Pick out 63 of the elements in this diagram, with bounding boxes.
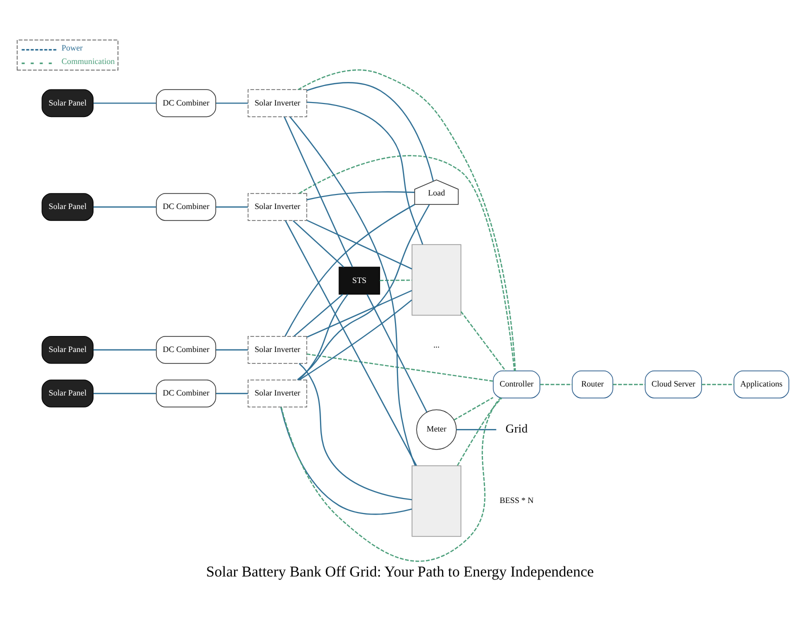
connector bbox=[298, 293, 348, 380]
connector bbox=[460, 310, 506, 371]
connector bbox=[93, 102, 156, 104]
connector bbox=[298, 68, 516, 370]
connector bbox=[456, 397, 502, 466]
connector bbox=[380, 279, 412, 281]
connector bbox=[216, 348, 248, 350]
legend-label: Communication bbox=[62, 56, 115, 66]
label: ... bbox=[433, 340, 440, 349]
node-box: Solar Panel bbox=[42, 88, 94, 117]
diagram-title: Solar Battery Bank Off Grid: Your Path to Energy Independence bbox=[206, 564, 594, 580]
connector bbox=[284, 220, 417, 466]
label: BESS * N bbox=[500, 496, 534, 505]
connector bbox=[93, 392, 156, 394]
connector bbox=[306, 219, 412, 269]
node-box: Solar Panel bbox=[42, 379, 94, 407]
node-box: DC Combiner bbox=[156, 192, 216, 220]
legend-label: Power bbox=[62, 42, 83, 52]
connector bbox=[216, 392, 248, 394]
node-box: Solar Panel bbox=[42, 335, 94, 364]
connector bbox=[93, 348, 156, 350]
node-box: STS bbox=[338, 266, 380, 294]
connector bbox=[306, 289, 412, 338]
node-box bbox=[412, 244, 462, 316]
connector bbox=[702, 383, 734, 385]
connector bbox=[306, 101, 424, 244]
connector bbox=[540, 383, 572, 385]
connector bbox=[299, 298, 412, 380]
connector bbox=[366, 294, 428, 412]
node-box: Controller bbox=[492, 370, 540, 398]
connector bbox=[280, 406, 412, 514]
node-box: Router bbox=[572, 370, 614, 398]
node-text: Grid bbox=[506, 420, 528, 435]
connector bbox=[306, 82, 434, 181]
node-box: Solar Inverter bbox=[248, 379, 308, 407]
node-box: Solar Inverter bbox=[248, 88, 308, 117]
connector bbox=[284, 116, 353, 267]
connector bbox=[93, 206, 156, 208]
connector bbox=[216, 206, 248, 208]
connector bbox=[292, 220, 344, 267]
node-box: DC Combiner bbox=[156, 88, 216, 117]
connector bbox=[297, 204, 430, 380]
connector bbox=[294, 293, 344, 336]
connector bbox=[306, 190, 415, 200]
node-box: Solar Inverter bbox=[248, 192, 308, 220]
connector bbox=[454, 396, 494, 420]
node-box: Cloud Server bbox=[644, 370, 702, 398]
node-box: Applications bbox=[734, 370, 790, 398]
connector bbox=[298, 362, 412, 500]
node-box: DC Combiner bbox=[156, 335, 216, 364]
connector bbox=[456, 428, 496, 430]
node-circle: Meter bbox=[416, 408, 457, 450]
connector bbox=[284, 203, 416, 336]
connector bbox=[280, 397, 501, 562]
node-box: Solar Inverter bbox=[248, 335, 308, 364]
node-box: DC Combiner bbox=[156, 379, 216, 407]
connector bbox=[290, 116, 416, 466]
connector bbox=[298, 154, 516, 370]
connector bbox=[216, 102, 248, 104]
node-box: Solar Panel bbox=[42, 192, 94, 220]
connector bbox=[306, 352, 494, 382]
node-box bbox=[412, 464, 462, 536]
connector bbox=[612, 383, 646, 385]
